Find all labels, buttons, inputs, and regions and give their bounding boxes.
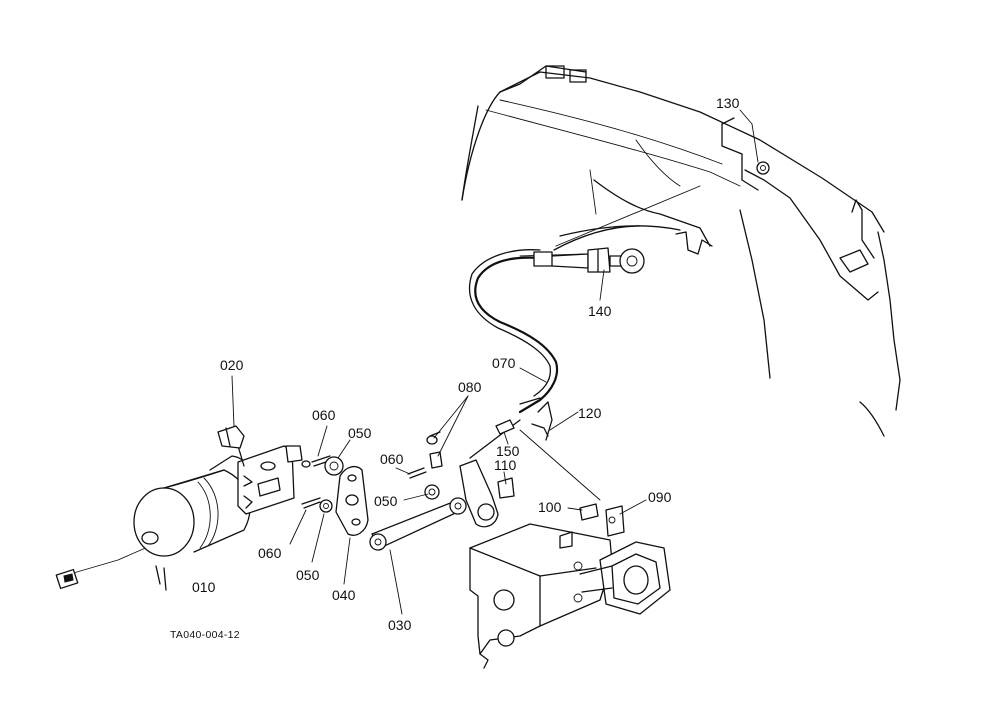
part-label-080: 080 [458, 379, 482, 395]
solenoid-bracket-drawing [217, 425, 303, 515]
part-label-060-lower: 060 [258, 545, 282, 561]
part-label-100: 100 [538, 499, 562, 515]
part-label-070: 070 [492, 355, 516, 371]
part-label-060-upper: 060 [312, 407, 336, 423]
part-label-060-right: 060 [380, 451, 404, 467]
throttle-cable-drawing [468, 185, 701, 414]
part-label-090: 090 [648, 489, 672, 505]
part-label-030: 030 [388, 617, 412, 633]
link-rod-drawing [369, 497, 467, 551]
hood-panel-drawing [461, 65, 901, 437]
part-label-050-upper: 050 [348, 425, 372, 441]
part-label-050-right: 050 [374, 493, 398, 509]
cable-end-hardware-drawing [426, 397, 601, 501]
part-label-110: 110 [494, 457, 517, 473]
part-label-020: 020 [220, 357, 244, 373]
governor-housing-drawing [459, 459, 671, 669]
part-label-120: 120 [578, 405, 602, 421]
part-label-010: 010 [192, 579, 216, 595]
part-label-050-lower: 050 [296, 567, 320, 583]
lever-plate-drawing [335, 465, 369, 536]
stop-solenoid-drawing [55, 455, 253, 591]
washers-and-pins-drawing [301, 455, 440, 513]
leader-lines [231, 109, 759, 615]
part-label-130: 130 [716, 95, 740, 111]
part-labels: 010 020 030 040 050 050 050 060 060 060 … [170, 95, 740, 641]
part-label-040: 040 [332, 587, 356, 603]
part-label-150: 150 [496, 443, 520, 459]
figure-code: TA040-004-12 [170, 629, 240, 641]
part-label-140: 140 [588, 303, 612, 319]
